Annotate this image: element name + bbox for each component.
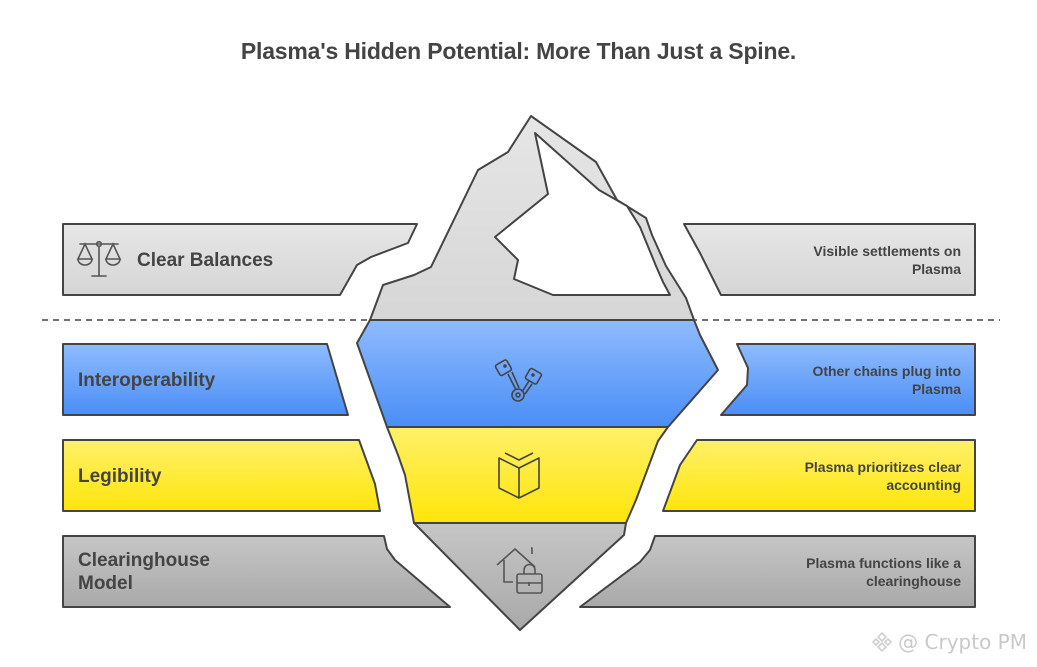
diagram-title: Plasma's Hidden Potential: More Than Jus… [240,38,797,64]
label-legibility: Legibility [78,466,162,487]
description-legibility: Plasma prioritizes clear accounting [804,459,961,493]
iceberg-clearinghouse [413,522,627,631]
description-interoperability: Other chains plug into Plasma [812,363,961,397]
binance-logo-icon [872,631,893,653]
scales-icon [76,240,122,277]
label-clear-balances: Clear Balances [137,250,274,271]
right-panel-interoperability [720,343,976,416]
watermark: @ Crypto PM [870,630,1027,654]
pistons-gear-icon [494,359,543,402]
iceberg-legibility [386,426,669,524]
left-panel-legibility [62,439,381,512]
iceberg-interoperability [356,319,719,428]
right-panel-clearinghouse [579,535,976,608]
label-interoperability: Interoperability [78,370,216,391]
description-clearinghouse-model: Plasma functions like a clearinghouse [806,555,961,589]
right-panel-legibility [662,439,976,512]
left-panel-clear-balances [62,223,418,296]
label-clearinghouse-model: Clearinghouse Model [78,550,210,594]
watermark-text: @ Crypto PM [898,630,1027,654]
left-panel-clearinghouse [62,535,451,608]
iceberg-snow [494,132,671,296]
house-briefcase-icon [496,547,543,594]
description-clear-balances: Visible settlements on Plasma [813,243,961,277]
open-book-icon [498,452,540,499]
left-panel-interoperability [62,343,349,416]
right-panel-clear-balances [683,223,976,296]
